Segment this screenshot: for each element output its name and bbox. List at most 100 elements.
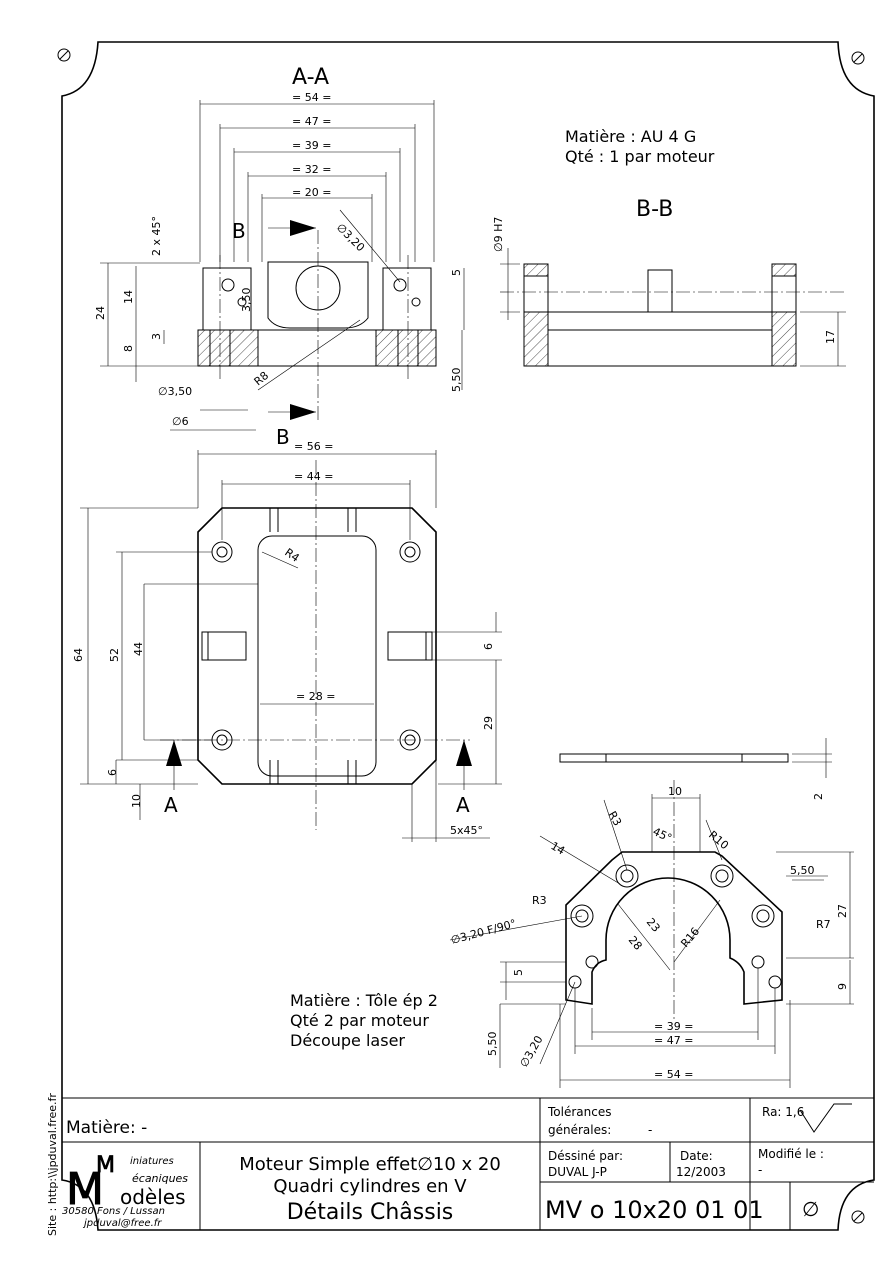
dim-plate-10: 10	[668, 785, 682, 798]
dim-plan-28: = 28 =	[296, 690, 335, 703]
section-a-arrows	[166, 740, 472, 790]
dim-plan-64: 64	[72, 648, 85, 662]
tb-drawn-value: DUVAL J-P	[548, 1165, 607, 1179]
dim-aa-chamfer: 2 x 45°	[150, 216, 163, 256]
logo-addr: 30580 Fons / Lussan	[62, 1206, 165, 1217]
note-top-material: Matière : AU 4 G	[565, 127, 696, 146]
logo-line1: iniatures	[130, 1156, 174, 1167]
cut-a-right: A	[456, 793, 470, 817]
section-b-arrows	[268, 220, 316, 420]
dim-bb-17: 17	[824, 330, 837, 344]
plate-front-dims	[449, 794, 854, 1088]
dim-plan-52: 52	[108, 648, 121, 662]
tb-title1: Moteur Simple effet∅10 x 20	[239, 1154, 501, 1175]
cut-b-bottom: B	[276, 425, 290, 449]
dim-aa-20: = 20 =	[292, 186, 331, 199]
dim-plate-550v: 5,50	[486, 1032, 499, 1057]
logo-line2: écaniques	[132, 1172, 188, 1185]
tb-date-value: 12/2003	[676, 1165, 726, 1179]
plate-front-view	[565, 780, 783, 1020]
logo: M M	[66, 1153, 116, 1216]
dim-plate-14: 14	[549, 839, 568, 857]
dim-plate-hole2: ∅3,20	[517, 1033, 545, 1069]
dim-plate-47: = 47 =	[654, 1034, 693, 1047]
dim-aa-3: 3	[150, 333, 163, 340]
cut-a-left: A	[164, 793, 178, 817]
dim-plate-39: = 39 =	[654, 1020, 693, 1033]
tb-symbol: ∅	[802, 1197, 819, 1221]
dim-plate-54: = 54 =	[654, 1068, 693, 1081]
dim-plate-hole: ∅3,20 F/90°	[449, 917, 517, 947]
dim-aa-14: 14	[122, 290, 135, 304]
dim-plate-550: 5,50	[790, 864, 815, 877]
corner-marks	[57, 48, 865, 1224]
tb-ra: Ra: 1,6	[762, 1105, 804, 1119]
tb-ref: MV o 10x20 01 01	[545, 1196, 764, 1224]
plate-side-view	[559, 738, 832, 778]
tb-modified-label: Modifié le :	[758, 1147, 824, 1161]
section-bb-view	[500, 248, 846, 367]
section-aa-view	[197, 230, 437, 420]
dim-plate-45: 45°	[651, 825, 674, 845]
dim-bb-bore: ∅9 H7	[492, 217, 505, 252]
dim-aa-32: = 32 =	[292, 163, 331, 176]
tb-date-label: Date:	[680, 1149, 713, 1163]
logo-mail: jpduval@free.fr	[82, 1218, 162, 1229]
dim-aa-47: = 47 =	[292, 115, 331, 128]
dim-aa-350: 3,50	[240, 288, 253, 313]
dim-plan-56: = 56 =	[294, 440, 333, 453]
section-aa-dims	[100, 100, 465, 431]
dim-plan-29: 29	[482, 716, 495, 730]
dim-aa-d350: ∅3,50	[158, 385, 192, 398]
dim-plate-2: 2	[812, 793, 825, 800]
tb-material: Matière: -	[66, 1118, 147, 1138]
plan-view	[160, 460, 470, 830]
dim-plan-44v: 44	[132, 642, 145, 656]
tb-drawn-label: Déssiné par:	[548, 1149, 623, 1163]
dim-aa-d6: ∅6	[172, 415, 189, 428]
logo-line3: odèles	[120, 1185, 186, 1209]
tb-tolerances: Tolérances	[547, 1105, 611, 1119]
dim-aa-54: = 54 =	[292, 91, 331, 104]
dim-aa-550: 5,50	[450, 368, 463, 393]
dim-plan-chamfer: 5x45°	[450, 824, 483, 837]
dim-plan-6: 6	[106, 769, 119, 776]
title-block-lines	[62, 1097, 874, 1230]
note-sheet-material: Matière : Tôle ép 2	[290, 991, 438, 1010]
note-sheet-qty: Qté 2 par moteur	[290, 1011, 429, 1030]
dim-plate-9: 9	[836, 983, 849, 990]
dim-plate-28: 28	[626, 934, 645, 953]
section-bb-title: B-B	[636, 197, 673, 222]
sheet-border	[61, 41, 875, 1231]
dim-plate-r10: R10	[706, 828, 731, 852]
dim-plate-27: 27	[836, 904, 849, 918]
dim-aa-5: 5	[450, 269, 463, 276]
logo-mark-2: M	[96, 1153, 115, 1178]
section-aa-title: A-A	[292, 65, 329, 90]
dim-plan-44: = 44 =	[294, 470, 333, 483]
dim-plate-r3a: R3	[605, 809, 624, 828]
tb-tolerances-value: -	[648, 1123, 652, 1137]
logo-mark: M	[66, 1164, 104, 1215]
tb-tolerances-sub: générales:	[548, 1123, 611, 1137]
dim-aa-hole: ∅3,20	[334, 221, 367, 254]
dim-plan-10: 10	[130, 794, 143, 808]
dim-plate-r3b: R3	[532, 894, 547, 907]
note-sheet-process: Découpe laser	[290, 1031, 405, 1050]
cut-b-top: B	[232, 219, 246, 243]
dim-plate-5: 5	[512, 969, 525, 976]
site-url: Site : http:\\jpduval.free.fr	[46, 1093, 59, 1236]
dim-aa-r8: R8	[252, 369, 272, 388]
tb-title3: Détails Châssis	[287, 1200, 454, 1225]
note-top-qty: Qté : 1 par moteur	[565, 147, 715, 166]
plan-view-dims	[80, 450, 502, 842]
tb-title2: Quadri cylindres en V	[273, 1176, 467, 1197]
dim-plan-6r: 6	[482, 643, 495, 650]
dim-aa-8: 8	[122, 345, 135, 352]
dim-plate-r7: R7	[816, 918, 831, 931]
dim-plate-23: 23	[644, 916, 663, 935]
dim-aa-24: 24	[94, 306, 107, 320]
dim-aa-39: = 39 =	[292, 139, 331, 152]
tb-modified-value: -	[758, 1163, 762, 1177]
